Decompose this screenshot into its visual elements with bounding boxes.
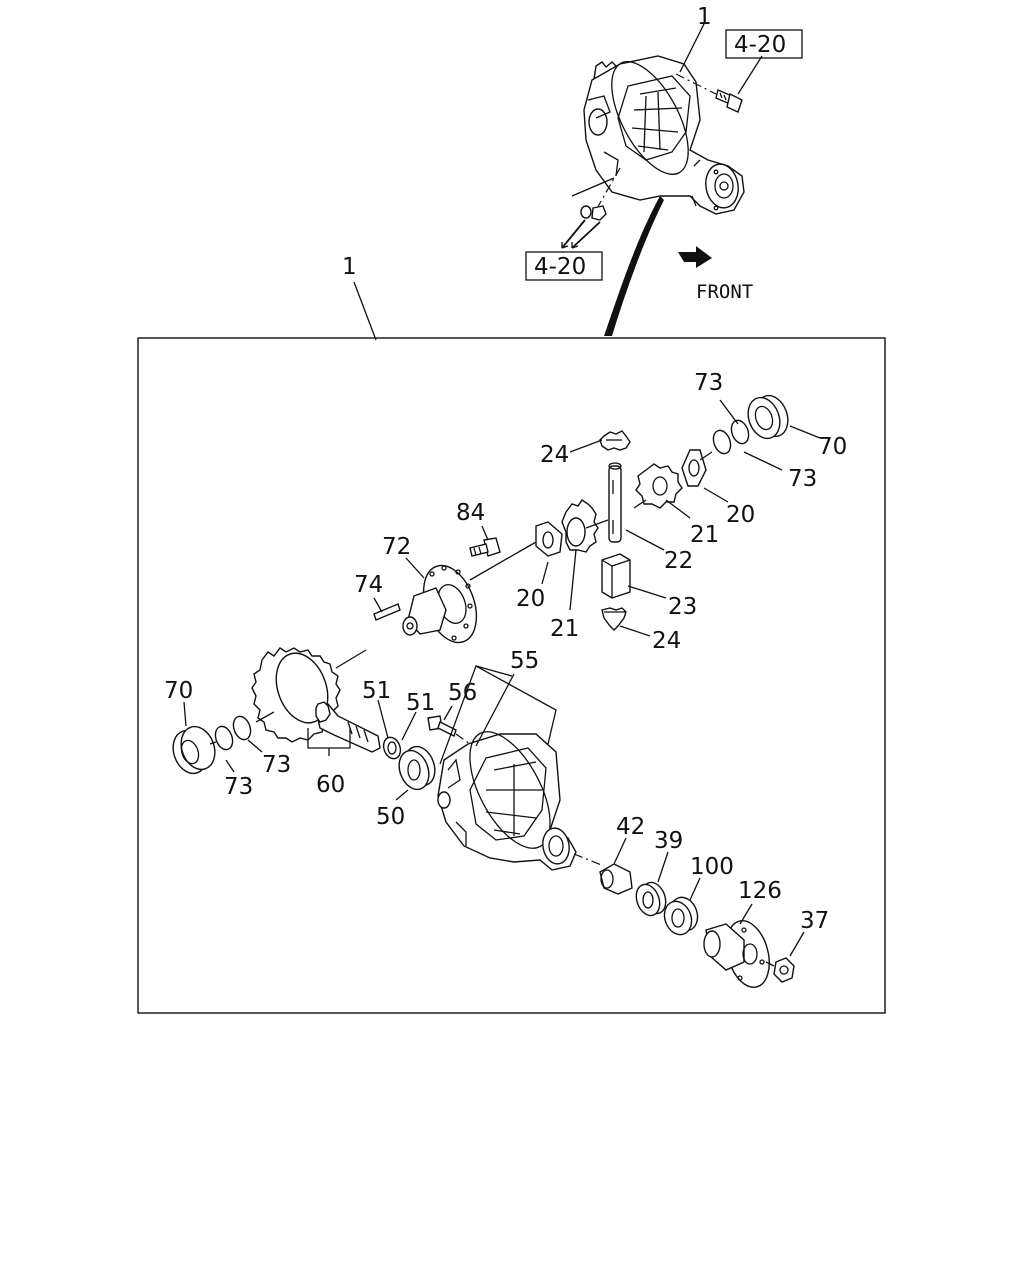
shim-top-b	[712, 429, 732, 455]
side-bearing-right	[747, 394, 789, 440]
part-number-51-b[interactable]: 51	[406, 690, 435, 716]
part-number-60[interactable]: 60	[316, 772, 345, 798]
pinion-shaft	[608, 462, 622, 543]
collapsible-spacer	[599, 863, 633, 895]
part-number-84[interactable]: 84	[456, 500, 485, 526]
part-number-100[interactable]: 100	[690, 854, 734, 880]
thrust-washer-right	[681, 449, 707, 487]
part-number-56[interactable]: 56	[448, 680, 477, 706]
part-number-labels: 73 70 73 24 20 21 22 84 72 74 20 21 23 2…	[164, 370, 847, 934]
assembly-number-frame: 1	[342, 254, 357, 280]
part-number-42[interactable]: 42	[616, 814, 645, 840]
reference-box-bottom[interactable]: 4-20	[525, 251, 603, 281]
part-number-51-a[interactable]: 51	[362, 678, 391, 704]
carrier-housing	[437, 731, 577, 871]
bolt-icon	[715, 89, 743, 113]
thrust-block	[601, 553, 631, 599]
reference-text-bottom: 4-20	[534, 254, 586, 280]
part-number-24-bottom[interactable]: 24	[652, 628, 681, 654]
part-number-74[interactable]: 74	[354, 572, 383, 598]
reference-box-top[interactable]: 4-20	[725, 29, 803, 59]
front-pinion-bearing	[635, 881, 667, 917]
part-number-50[interactable]: 50	[376, 804, 405, 830]
assembly-number-top: 1	[697, 4, 712, 30]
pinion-bearing-outer	[398, 745, 436, 791]
shim-top-a	[730, 419, 750, 445]
part-number-73-top-a[interactable]: 73	[694, 370, 723, 396]
part-number-126[interactable]: 126	[738, 878, 782, 904]
side-gear-right	[635, 463, 683, 509]
part-number-21-right[interactable]: 21	[690, 522, 719, 548]
detail-frame	[137, 337, 886, 1014]
pinion-bearing-inner	[382, 736, 402, 760]
differential-case	[402, 564, 478, 644]
part-number-22[interactable]: 22	[664, 548, 693, 574]
pinion-gear-top	[599, 430, 631, 451]
shim-left-b	[232, 715, 252, 741]
side-gear-left	[561, 499, 599, 553]
top-differential-assembly	[561, 23, 763, 249]
thrust-washer-left	[535, 521, 563, 557]
oil-seal	[663, 896, 699, 936]
leader-lines	[183, 399, 821, 957]
part-number-55[interactable]: 55	[510, 648, 539, 674]
part-number-39[interactable]: 39	[654, 828, 683, 854]
part-number-20-left[interactable]: 20	[516, 586, 545, 612]
reference-text-top: 4-20	[734, 32, 786, 58]
lock-pin	[373, 603, 401, 621]
part-number-23[interactable]: 23	[668, 594, 697, 620]
part-number-72[interactable]: 72	[382, 534, 411, 560]
part-number-20-right[interactable]: 20	[726, 502, 755, 528]
part-number-73-left-a[interactable]: 73	[224, 774, 253, 800]
part-number-70-top[interactable]: 70	[818, 434, 847, 460]
shim-left-a	[214, 725, 234, 751]
companion-flange	[703, 920, 770, 988]
front-direction-arrow-icon	[678, 246, 712, 268]
part-number-37[interactable]: 37	[800, 908, 829, 934]
pinion-gear-bottom	[601, 607, 627, 631]
part-number-21-left[interactable]: 21	[550, 616, 579, 642]
case-bolt	[469, 537, 501, 557]
part-number-24-top[interactable]: 24	[540, 442, 569, 468]
part-number-73-left-b[interactable]: 73	[262, 752, 291, 778]
front-direction-label: FRONT	[696, 281, 753, 303]
curved-pointer-arrow-icon	[604, 196, 664, 336]
flange-nut	[773, 957, 795, 983]
part-number-73-top-b[interactable]: 73	[788, 466, 817, 492]
part-number-70-left[interactable]: 70	[164, 678, 193, 704]
ring-gear-pinion-set	[251, 647, 381, 753]
side-bearing-left	[172, 725, 216, 775]
